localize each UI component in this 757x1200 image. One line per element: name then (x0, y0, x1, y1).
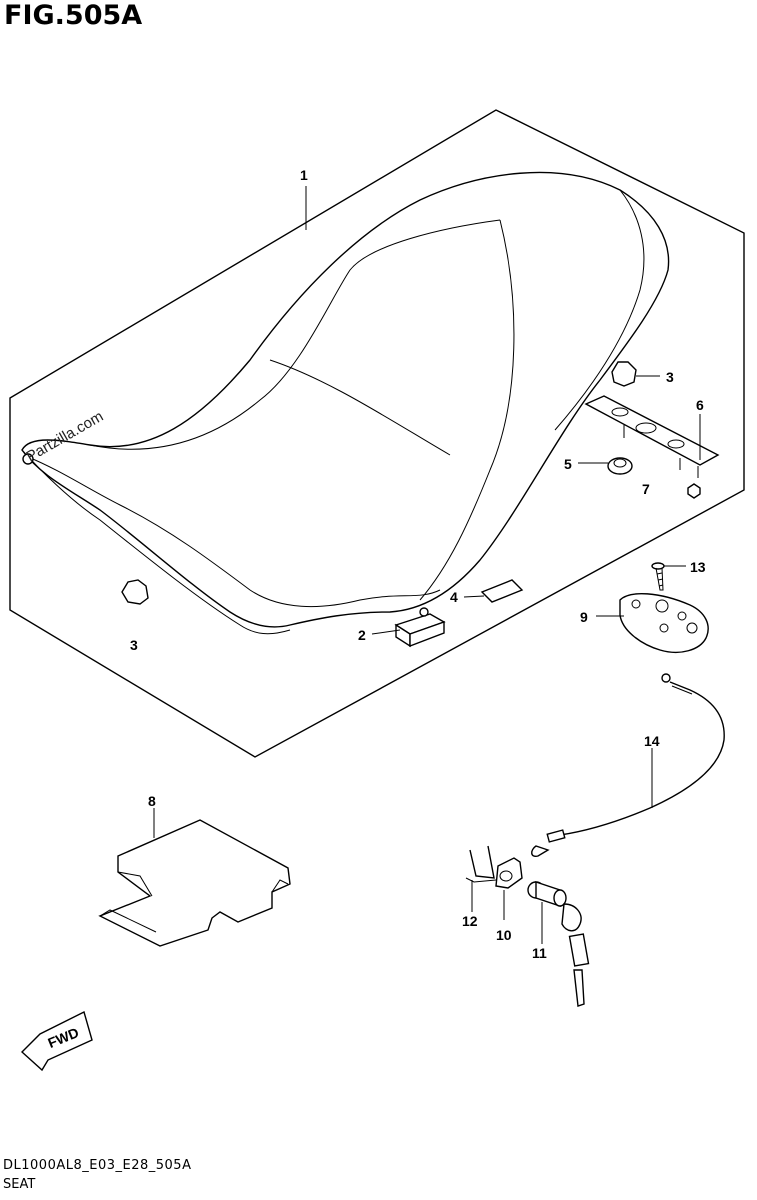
screw-part-13 (651, 562, 665, 591)
nut-part-7 (687, 483, 701, 499)
callout-3-upper: 3 (666, 369, 674, 385)
plate-part-10 (495, 857, 523, 889)
callout-13: 13 (690, 559, 706, 575)
leader-4 (463, 595, 485, 598)
lock-cylinder-part-11 (527, 881, 590, 1007)
diagram-code: DL1000AL8_E03_E28_505A (3, 1158, 192, 1173)
cushion-part-3-lower (121, 579, 149, 605)
clip-part-12 (465, 845, 497, 883)
lock-bracket-part-9 (619, 592, 709, 654)
callout-2: 2 (358, 627, 366, 643)
fwd-arrow: FWD (20, 1010, 93, 1072)
seat-assembly (21, 171, 670, 648)
figure-title: FIG.505A (4, 0, 143, 31)
callout-1: 1 (300, 167, 308, 183)
callout-5: 5 (564, 456, 572, 472)
callout-7: 7 (642, 481, 650, 497)
callout-6: 6 (696, 397, 704, 413)
callout-11: 11 (532, 945, 547, 961)
bracket-part-6 (584, 395, 720, 478)
callout-9: 9 (580, 609, 588, 625)
callout-12: 12 (462, 913, 478, 929)
callout-14: 14 (644, 733, 660, 749)
label-pad-part-4 (480, 579, 524, 603)
tray-part-8 (98, 819, 291, 947)
assembly-boundary (9, 109, 745, 758)
seat-hook (22, 453, 34, 465)
cable-part-14 (531, 673, 725, 858)
diagram-name: SEAT (3, 1177, 36, 1192)
callout-3-lower: 3 (130, 637, 138, 653)
leader-2 (371, 629, 401, 635)
hook-part-2 (394, 607, 446, 648)
callout-4: 4 (450, 589, 458, 605)
callout-8: 8 (148, 793, 156, 809)
callout-10: 10 (496, 927, 512, 943)
grommet-part-5 (607, 457, 633, 475)
cushion-part-3-upper (611, 361, 637, 387)
